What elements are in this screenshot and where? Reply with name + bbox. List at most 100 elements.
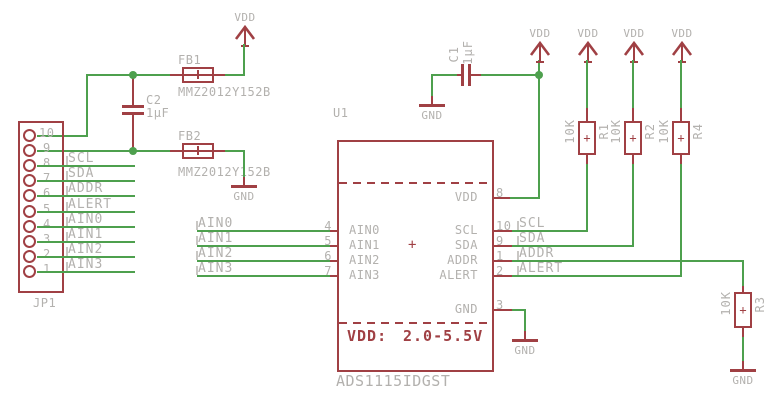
r4-origin-cross: + [677, 131, 685, 145]
net-label-tick [517, 221, 519, 230]
r2-origin-cross: + [629, 131, 637, 145]
r3-value: 10K [719, 291, 733, 316]
u1-pin-name: AIN2 [349, 253, 380, 267]
r4-designator: R4 [691, 123, 705, 140]
wire-segment [680, 60, 682, 108]
wire-segment [37, 211, 135, 213]
jp1-pin-circle [23, 205, 36, 218]
vdd-label: VDD [671, 27, 693, 40]
wire-segment [225, 74, 245, 76]
jp1-pin-circle [23, 129, 36, 142]
fb1-value: MMZ2012Y152B [178, 85, 271, 99]
vdd-label: VDD [623, 27, 645, 40]
net-label: AIN1 [68, 227, 104, 242]
gnd-label: GND [732, 374, 754, 387]
u1-supply-note-label: VDD: [347, 327, 388, 345]
jp1-pin-circle [23, 144, 36, 157]
wire-segment [37, 226, 135, 228]
resistor-r1-body: + [578, 121, 596, 155]
u1-pin-stub [330, 245, 338, 247]
resistor-r2-body: + [624, 121, 642, 155]
net-label: AIN0 [198, 216, 234, 231]
wire-segment [197, 230, 330, 232]
gnd-symbol: GND [231, 177, 257, 203]
jp1-pin-circle [23, 189, 36, 202]
jp1-designator: JP1 [33, 296, 57, 310]
u1-pin-stub [494, 275, 512, 277]
r3-lead [742, 328, 744, 337]
wire-segment [197, 245, 330, 247]
wire-segment [510, 197, 540, 199]
net-label-tick [66, 186, 68, 195]
u1-pin-number: 6 [324, 249, 332, 263]
fb2-center-tick [197, 146, 199, 155]
vdd-arrow-icon [234, 24, 256, 47]
junction-dot [535, 71, 543, 79]
wire-segment [742, 337, 744, 361]
u1-pin-stub [494, 309, 512, 311]
c1-lead [471, 74, 481, 76]
wire-segment [37, 241, 135, 243]
ferrite-bead-fb2-body [182, 143, 214, 159]
r1-value: 10K [563, 119, 577, 144]
gnd-stub [431, 96, 433, 104]
jp1-pin-number: 4 [43, 217, 51, 231]
vdd-label: VDD [529, 27, 551, 40]
u1-pin-number: 4 [324, 219, 332, 233]
jp1-pin-circle [23, 265, 36, 278]
vdd-label: VDD [234, 11, 256, 24]
vdd-symbol: VDD [528, 28, 552, 64]
resistor-r4-body: + [672, 121, 690, 155]
wire-segment [37, 180, 135, 182]
wire-segment [197, 275, 330, 277]
u1-pin-number: 7 [324, 264, 332, 278]
jp1-pin-number: 5 [43, 202, 51, 216]
u1-pin-name: GND [454, 302, 478, 316]
u1-pin-stub [494, 197, 512, 199]
u1-pin-stub [330, 230, 338, 232]
jp1-pin-number: 2 [43, 247, 51, 261]
u1-pin-stub [494, 260, 512, 262]
wire-segment [133, 150, 170, 152]
jp1-pin-circle [23, 220, 36, 233]
wire-segment [37, 256, 135, 258]
gnd-bar-icon [730, 369, 756, 372]
wire-segment [586, 60, 588, 108]
fb2-designator: FB2 [178, 129, 202, 143]
net-label-tick [196, 266, 198, 275]
r4-lead [680, 155, 682, 164]
u1-pin-stub [330, 260, 338, 262]
wire-segment [243, 150, 245, 177]
vdd-arrow-icon [623, 40, 645, 63]
wire-segment [481, 74, 539, 76]
jp1-pin-number: 7 [43, 171, 51, 185]
c2-lead [132, 76, 134, 106]
c1-designator: C1 [447, 46, 461, 63]
wire-segment [37, 271, 135, 273]
wire-segment [538, 60, 540, 199]
wire-segment [524, 309, 526, 331]
u1-pin-name: ALERT [439, 268, 478, 282]
u1-pin-name: AIN0 [349, 223, 380, 237]
u1-pin-name: AIN1 [349, 238, 380, 252]
wire-segment [37, 150, 133, 152]
net-label: SCL [519, 216, 546, 231]
r2-lead [632, 155, 634, 164]
wire-segment [632, 164, 634, 247]
net-label-tick [196, 251, 198, 260]
u1-pin-stub [494, 245, 512, 247]
jp1-pin-number: 8 [43, 156, 51, 170]
net-label-tick [196, 221, 198, 230]
net-label-tick [517, 236, 519, 245]
c2-plate [122, 112, 144, 115]
wire-segment [86, 74, 88, 137]
r2-value: 10K [609, 119, 623, 144]
gnd-label: GND [514, 344, 536, 357]
jp1-pin-number: 9 [43, 141, 51, 155]
c1-value: 1µF [461, 40, 475, 65]
net-label: AIN3 [68, 257, 104, 272]
wire-segment [512, 309, 526, 311]
jp1-pin-number: 6 [43, 186, 51, 200]
gnd-bar-icon [512, 339, 538, 342]
